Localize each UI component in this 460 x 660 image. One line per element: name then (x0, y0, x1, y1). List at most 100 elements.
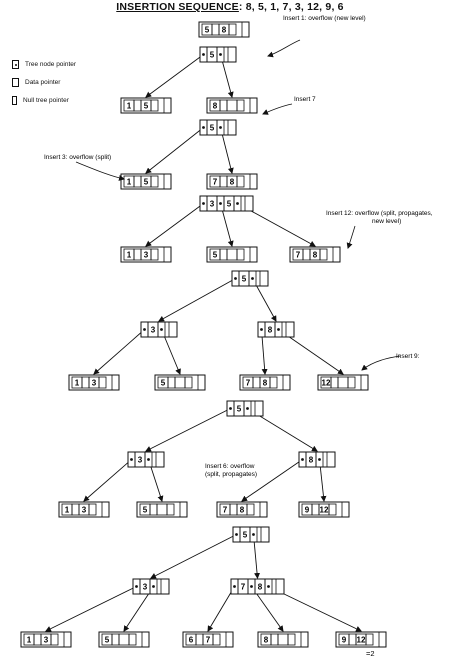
tree-edge (145, 408, 231, 452)
leaf-key: 5 (213, 251, 218, 260)
leaf-key: 8 (264, 636, 269, 645)
node-outline (298, 501, 350, 518)
leaf-key: 5 (143, 506, 148, 515)
tree-edge (145, 127, 204, 174)
tree-edge (241, 459, 303, 502)
leaf-key: 1 (127, 178, 132, 187)
leaf-key: 3 (144, 251, 149, 260)
leaf-key: 12 (320, 506, 329, 515)
null-pointer-cell (128, 633, 137, 646)
node-outline (120, 246, 172, 263)
leaf-node: 8 (257, 631, 309, 648)
tree-pointer-cell (233, 195, 242, 212)
node-outline (206, 97, 258, 114)
internal-node: 3 (140, 321, 178, 338)
node-outline (206, 246, 258, 263)
null-pointer-cell (236, 99, 245, 112)
internal-node: 5 (231, 270, 269, 287)
leaf-node: 5 (98, 631, 150, 648)
node-outline (199, 46, 237, 63)
leaf-key: 9 (305, 506, 310, 515)
internal-key: 8 (268, 326, 273, 335)
tree-pointer-dot (252, 533, 255, 536)
node-outline (120, 173, 172, 190)
leaf-key: 5 (105, 636, 110, 645)
internal-node: 5 (226, 400, 264, 417)
null-tree-pointer-icon (12, 96, 17, 105)
leaf-key: 5 (205, 26, 210, 35)
tree-pointer-cell (216, 119, 225, 136)
leaf-key: 1 (65, 506, 70, 515)
internal-key: 8 (258, 583, 263, 592)
tree-edge (150, 534, 237, 579)
tree-pointer-dot (152, 585, 155, 588)
leaf-key: 12 (322, 379, 331, 388)
tree-pointer-cell (243, 400, 252, 417)
page-mark: =2 (366, 649, 375, 658)
insert12-label-1: Insert 12: overflow (split, propagates, (326, 210, 433, 217)
diagram-title: INSERTION SEQUENCE: 8, 5, 1, 7, 3, 12, 9… (0, 1, 460, 13)
tree-pointer-dot (160, 328, 163, 331)
leaf-key: 7 (213, 178, 218, 187)
tree-pointer-dot (233, 585, 236, 588)
null-pointer-cell (347, 376, 356, 389)
tree-pointer-dot (202, 126, 205, 129)
leaf-key: 5 (161, 379, 166, 388)
null-pointer-cell (246, 503, 255, 516)
node-outline (335, 631, 387, 648)
leaf-key: 8 (222, 26, 227, 35)
node-outline (232, 526, 270, 543)
leaf-key: 7 (206, 636, 211, 645)
tree-pointer-cell (149, 578, 158, 595)
tree-pointer-cell (216, 46, 225, 63)
null-pointer-cell (184, 376, 193, 389)
tree-pointer-dot (202, 202, 205, 205)
insert12-arrow (346, 225, 356, 249)
tree-pointer-cell (157, 321, 166, 338)
leaf-key: 7 (296, 251, 301, 260)
internal-key: 5 (243, 531, 248, 540)
tree-edge (145, 54, 204, 98)
legend-data-pointer: Data pointer (12, 78, 60, 87)
leaf-key: 5 (144, 178, 149, 187)
tree-pointer-dot (235, 533, 238, 536)
tree-pointer-dot (260, 328, 263, 331)
tree-pointer-dot (277, 328, 280, 331)
node-outline (231, 270, 269, 287)
node-outline (239, 374, 291, 391)
tree-edge (207, 586, 235, 632)
null-pointer-cell (50, 633, 59, 646)
insert6-label-2: (split, propagates) (205, 471, 257, 478)
tree-pointer-dot (301, 458, 304, 461)
title-sequence: 8, 5, 1, 7, 3, 12, 9, 6 (245, 1, 344, 13)
legend-label: Tree node pointer (25, 61, 77, 68)
null-pointer-cell (365, 633, 374, 646)
tree-pointer-cell (264, 578, 273, 595)
node-outline (58, 501, 110, 518)
leaf-key: 8 (263, 379, 268, 388)
leaf-node: 8 (206, 97, 258, 114)
internal-node: 5 (199, 46, 237, 63)
tree-edge (83, 459, 132, 502)
tree-pointer-dot (251, 277, 254, 280)
internal-key: 5 (237, 405, 242, 414)
edge-layer (45, 54, 362, 632)
node-outline (68, 374, 120, 391)
tree-pointer-dot (219, 53, 222, 56)
node-outline (257, 321, 295, 338)
null-pointer-cell (328, 503, 337, 516)
leaf-key: 3 (82, 506, 87, 515)
internal-key: 3 (210, 200, 215, 209)
leaf-key: 3 (44, 636, 49, 645)
null-pointer-cell (150, 175, 159, 188)
node-outline (257, 631, 309, 648)
node-outline (140, 321, 178, 338)
leaf-key: 12 (357, 636, 366, 645)
